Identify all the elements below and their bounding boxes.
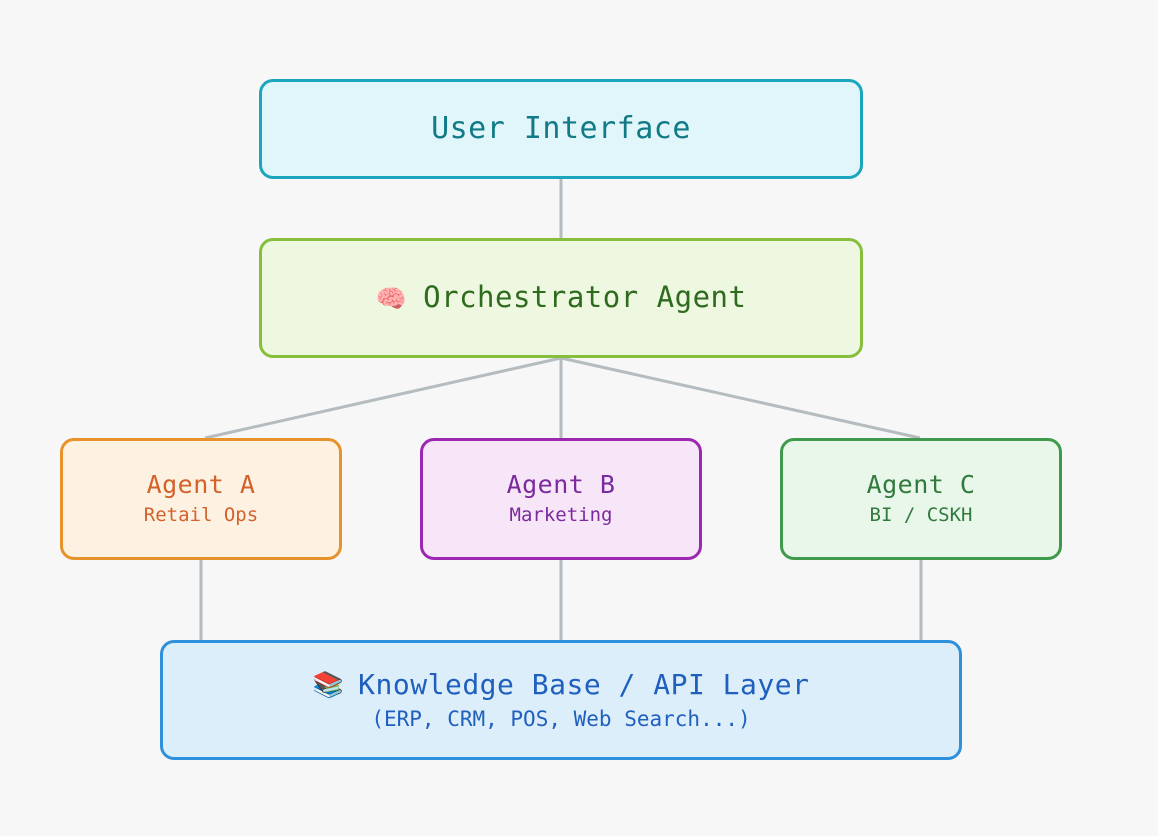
node-knowledge-base[interactable]: 📚 Knowledge Base / API Layer (ERP, CRM, …: [160, 640, 962, 760]
books-icon: 📚: [312, 670, 345, 700]
node-agent-b-label: Agent B: [506, 469, 616, 499]
edge-orchestrator-to-agent-a: [204, 356, 562, 440]
brain-icon: 🧠: [375, 283, 408, 313]
node-agent-b[interactable]: Agent B Marketing: [420, 438, 702, 560]
node-agent-c-label: Agent C: [866, 469, 976, 499]
node-orchestrator-label: Orchestrator Agent: [423, 280, 747, 315]
node-user-interface-title: User Interface: [431, 110, 691, 147]
node-agent-a-title: Agent A: [146, 469, 256, 500]
node-orchestrator-title: 🧠 Orchestrator Agent: [375, 280, 747, 315]
node-agent-c[interactable]: Agent C BI / CSKH: [780, 438, 1062, 560]
node-agent-a[interactable]: Agent A Retail Ops: [60, 438, 342, 560]
node-agent-c-title: Agent C: [866, 469, 976, 500]
node-agent-c-subtitle: BI / CSKH: [869, 504, 973, 527]
edge-orchestrator-to-agent-c: [560, 356, 921, 440]
node-agent-a-label: Agent A: [146, 469, 256, 499]
node-agent-a-subtitle: Retail Ops: [143, 504, 259, 527]
node-agent-b-subtitle: Marketing: [509, 504, 613, 527]
node-agent-b-title: Agent B: [506, 469, 616, 500]
node-knowledge-base-title: 📚 Knowledge Base / API Layer: [312, 667, 810, 701]
node-user-interface[interactable]: User Interface: [259, 79, 863, 179]
node-knowledge-base-subtitle: (ERP, CRM, POS, Web Search...): [371, 707, 751, 732]
node-user-interface-label: User Interface: [431, 110, 691, 146]
node-knowledge-base-label: Knowledge Base / API Layer: [358, 667, 810, 701]
node-orchestrator-agent[interactable]: 🧠 Orchestrator Agent: [259, 238, 863, 358]
